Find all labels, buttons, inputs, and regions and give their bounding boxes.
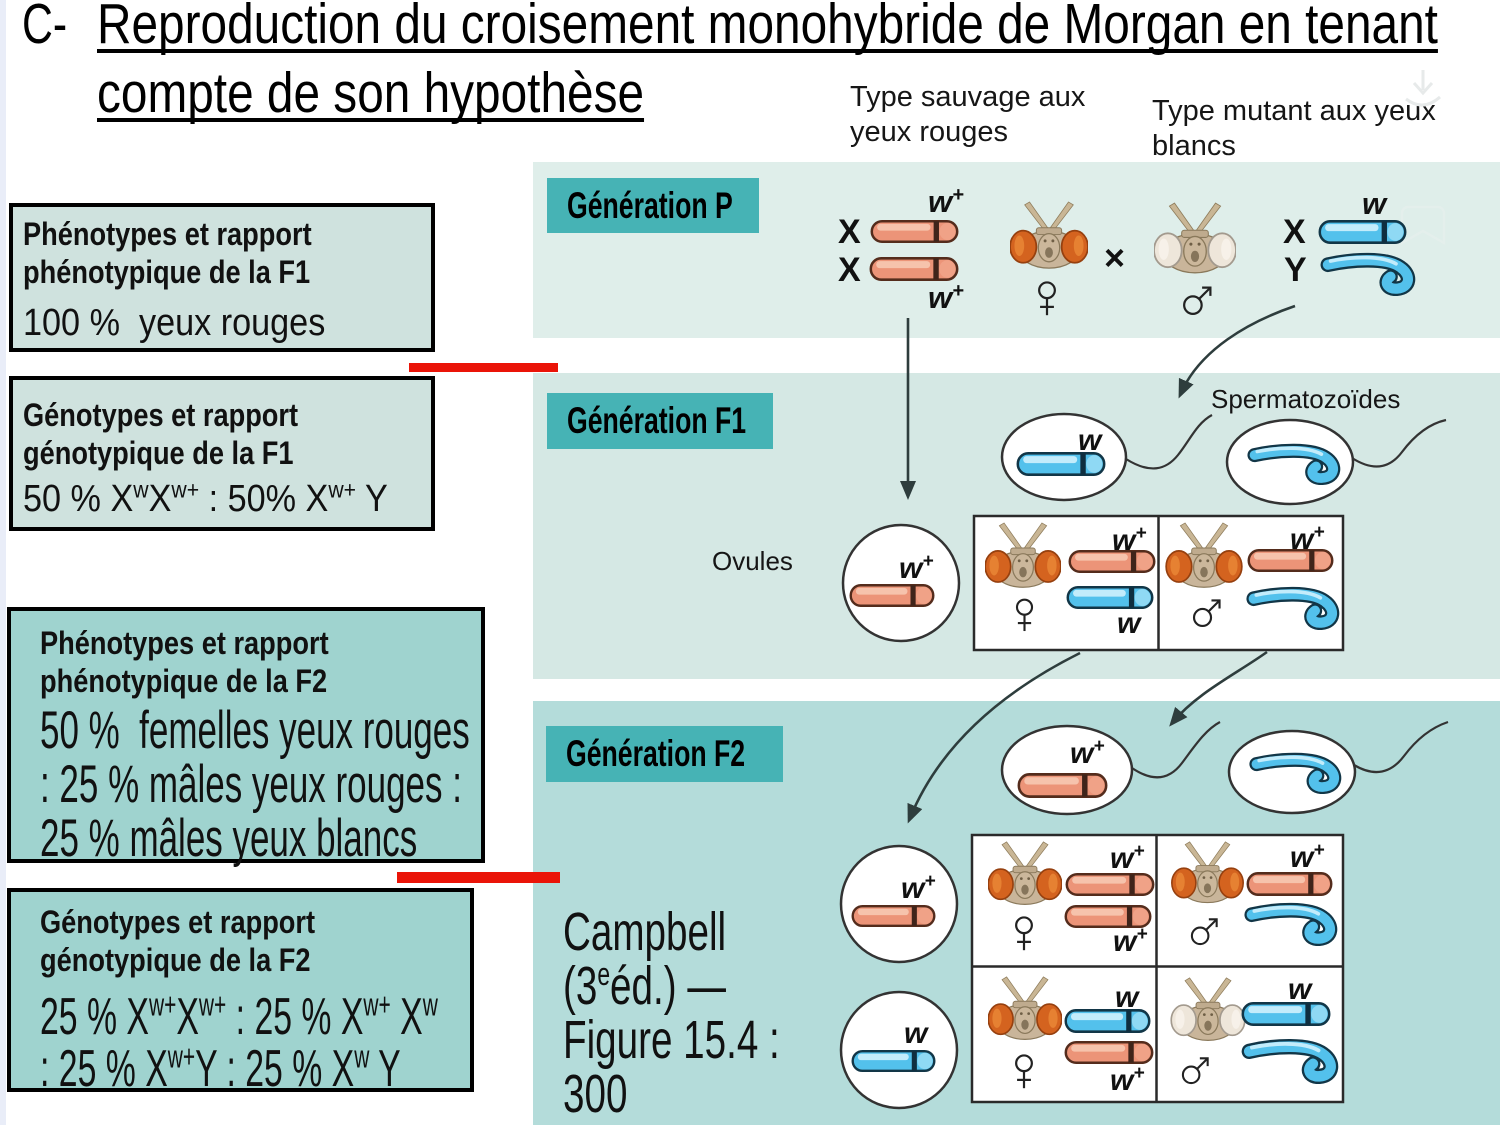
svg-text:Y: Y [1284,251,1307,289]
svg-text:w+: w+ [928,184,964,219]
svg-text:X: X [838,213,861,251]
svg-text:Ovules: Ovules [712,546,793,576]
svg-text:w: w [1362,186,1388,221]
svg-text:Spermatozoïdes: Spermatozoïdes [1211,384,1400,414]
svg-text:w: w [1115,981,1140,1014]
svg-text:w: w [1288,973,1313,1006]
svg-text:w+: w+ [928,280,964,315]
svg-text:w: w [1117,607,1142,640]
svg-text:X: X [838,251,861,289]
svg-text:w: w [904,1017,929,1050]
svg-text:X: X [1283,213,1306,251]
svg-text:×: × [1104,237,1125,278]
svg-text:w: w [1078,424,1103,457]
